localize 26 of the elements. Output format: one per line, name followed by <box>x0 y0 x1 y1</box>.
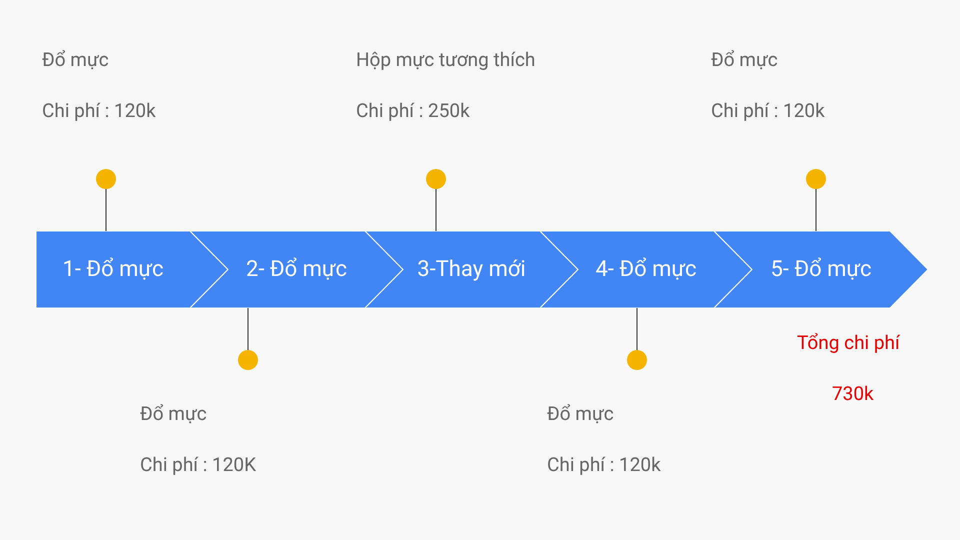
cost-text: Chi phí : 120k <box>547 453 661 476</box>
chevron-step <box>714 231 928 308</box>
step-label: 2- Đổ mực <box>244 256 348 284</box>
leader-line <box>636 308 638 350</box>
timeline-dot <box>238 350 258 370</box>
cost-text: Chi phí : 120k <box>42 99 156 122</box>
step-description: Hộp mực tương thích <box>356 48 536 71</box>
chevron-step <box>190 231 403 308</box>
step-description: Đổ mực <box>547 402 614 425</box>
chevron-step <box>540 231 752 308</box>
step-label: 4- Đổ mực <box>594 256 698 284</box>
cost-text: Chi phí : 120K <box>140 453 256 476</box>
step-label: 5- Đổ mực <box>769 256 873 284</box>
timeline-dot <box>806 169 826 189</box>
step-description: Đổ mực <box>140 402 207 425</box>
timeline-dot <box>96 169 116 189</box>
total-cost-heading: Tổng chi phí <box>797 331 900 354</box>
cost-text: Chi phí : 250k <box>356 99 470 122</box>
step-description: Đổ mực <box>42 48 109 71</box>
step-description: Đổ mực <box>711 48 778 71</box>
timeline-dot <box>627 350 647 370</box>
chevron-step <box>365 231 578 308</box>
total-cost-value: 730k <box>832 382 874 405</box>
timeline-dot <box>426 169 446 189</box>
cost-text: Chi phí : 120k <box>711 99 825 122</box>
step-label: 3-Thay mới <box>416 256 527 284</box>
